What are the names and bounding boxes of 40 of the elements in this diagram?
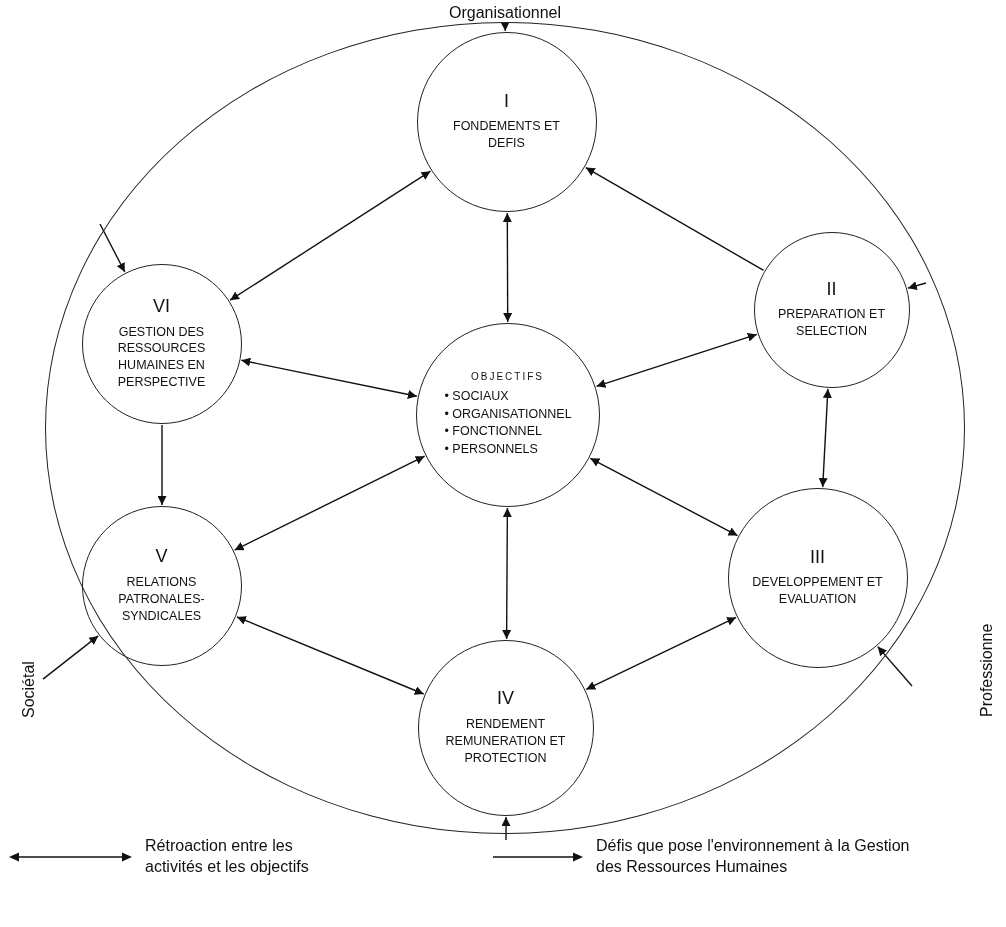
arrow	[585, 616, 737, 691]
arrow	[502, 212, 513, 323]
roman-numeral: I	[504, 90, 509, 113]
arrow	[589, 457, 739, 537]
arrow	[233, 455, 426, 551]
bullet-item: • SOCIAUX	[444, 388, 509, 405]
environment-label: Organisationnel	[415, 4, 595, 26]
legend-text: Défis que pose l'environnement à la Gestion des Ressources Humaines	[596, 836, 911, 877]
circle-title: PREPARATION ET SELECTION	[776, 306, 887, 341]
roman-numeral: III	[810, 546, 825, 569]
circle-title: RELATIONS PATRONALES-SYNDICALES	[117, 574, 206, 625]
roman-numeral: VI	[153, 295, 170, 318]
circle-title: FONDEMENTS ET DEFIS	[452, 118, 561, 153]
arrow	[157, 424, 167, 506]
bullet-item: • FONCTIONNEL	[444, 423, 542, 440]
circle-heading: OBJECTIFS	[471, 371, 544, 382]
environment-label: Professionne	[977, 622, 996, 719]
bullet-item: • ORGANISATIONNEL	[444, 405, 572, 423]
arrow	[229, 170, 432, 301]
arrow	[595, 332, 758, 388]
roman-numeral: II	[826, 278, 837, 301]
arrow	[500, 21, 510, 32]
environment-label: Sociétal	[16, 640, 42, 740]
arrow	[501, 816, 511, 841]
arrow	[877, 645, 913, 687]
legend-text: Rétroaction entre les activités et les objectifs	[145, 836, 310, 877]
arrow	[236, 616, 425, 695]
arrow	[99, 223, 126, 273]
arrow	[907, 281, 927, 291]
circle-title: GESTION DES RESSOURCES HUMAINES EN PERSPECTIVE	[116, 323, 207, 392]
arrow	[818, 388, 832, 488]
arrow	[585, 166, 765, 272]
arrow	[240, 357, 418, 399]
roman-numeral: V	[155, 546, 168, 568]
roman-numeral: IV	[497, 688, 514, 710]
circle-title: DEVELOPPEMENT ET EVALUATION	[751, 574, 884, 609]
arrow	[42, 635, 99, 680]
bullet-item: • PERSONNELS	[444, 440, 538, 458]
arrow	[502, 507, 512, 640]
circle-title: RENDEMENT REMUNERATION ET PROTECTION	[444, 716, 567, 767]
